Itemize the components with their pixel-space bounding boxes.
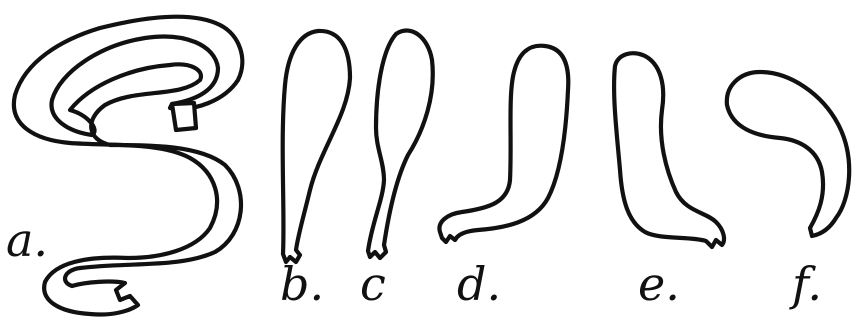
shape-b	[280, 28, 353, 265]
label-a: a.	[6, 213, 48, 267]
shape-a	[11, 14, 245, 317]
shape-e	[611, 51, 727, 250]
shape-f-outline	[724, 69, 852, 239]
shape-e-outline	[611, 51, 727, 250]
shape-c-outline	[365, 28, 435, 261]
shape-a-outline	[11, 14, 245, 317]
label-d: d.	[457, 257, 501, 311]
label-e: e.	[638, 257, 680, 311]
label-b: b.	[280, 257, 324, 311]
label-c: c	[360, 257, 386, 311]
shape-c	[365, 28, 435, 261]
shape-d-outline	[437, 43, 571, 245]
shape-f	[724, 69, 852, 239]
shape-a-stub	[169, 100, 199, 133]
shape-b-outline	[280, 28, 353, 265]
label-f: f.	[789, 257, 822, 311]
shape-d	[437, 43, 571, 245]
